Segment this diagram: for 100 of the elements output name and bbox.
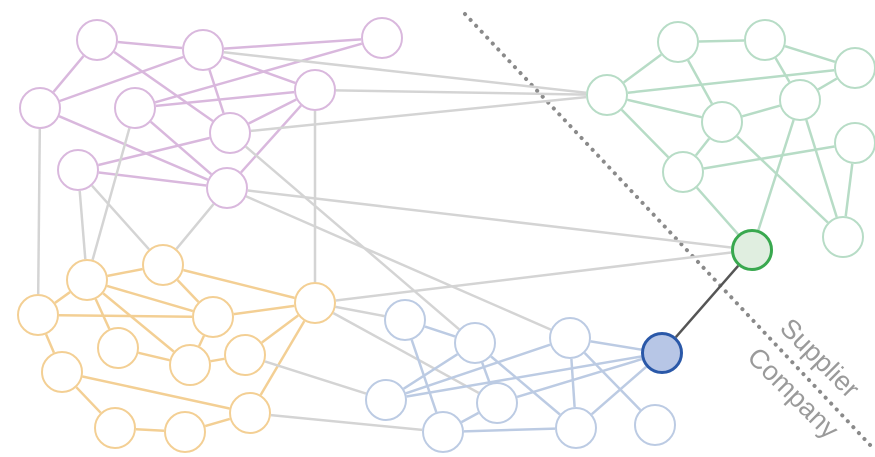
connector-line xyxy=(674,264,740,338)
network-node-circle xyxy=(294,69,336,111)
connector-line xyxy=(36,128,42,294)
connector-line xyxy=(245,146,460,330)
connector-line xyxy=(460,412,480,424)
connector-line xyxy=(805,120,838,218)
connector-line xyxy=(696,186,740,236)
network-node-circle xyxy=(142,244,184,286)
connector-line xyxy=(627,98,702,118)
network-node-circle xyxy=(224,334,266,376)
connector-line xyxy=(91,184,150,250)
connector-line xyxy=(82,375,230,410)
connector-line xyxy=(107,268,143,278)
network-node-circle xyxy=(365,379,407,421)
connector-line xyxy=(78,190,87,260)
connector-line xyxy=(58,314,192,318)
connector-line xyxy=(44,334,56,354)
connector-line xyxy=(118,40,182,50)
network-node-circle xyxy=(97,327,139,369)
connector-line xyxy=(94,298,110,330)
connector-line xyxy=(623,54,662,84)
connector-line xyxy=(818,78,838,90)
connector-line xyxy=(98,171,206,187)
network-node-circle xyxy=(701,101,743,143)
connector-line xyxy=(584,352,642,411)
connector-line xyxy=(98,136,210,166)
network-node-circle xyxy=(182,29,224,71)
connector-line xyxy=(261,314,299,344)
connector-line xyxy=(270,414,422,432)
network-node-circle xyxy=(822,216,864,258)
highlighted-node-circle xyxy=(641,332,683,374)
network-node-circle xyxy=(384,299,426,341)
highlighted-node-circle xyxy=(731,229,773,271)
network-node-circle xyxy=(229,392,271,434)
connector-line xyxy=(154,42,362,104)
connector-line xyxy=(774,57,790,83)
network-node-circle xyxy=(634,404,676,446)
connector-line xyxy=(742,104,780,118)
network-node-circle xyxy=(169,344,211,386)
network-node-circle xyxy=(834,122,875,164)
connector-line xyxy=(590,340,642,351)
connector-line xyxy=(52,55,84,93)
network-node-circle xyxy=(657,21,699,63)
connector-line xyxy=(91,128,131,260)
network-node-circle xyxy=(454,322,496,364)
connector-line xyxy=(336,251,732,302)
connector-line xyxy=(136,428,164,432)
connector-line xyxy=(260,320,306,396)
connector-line xyxy=(183,268,295,300)
connector-line xyxy=(570,358,576,408)
network-node-circle xyxy=(114,87,156,129)
connector-line xyxy=(176,279,200,303)
network-node-circle xyxy=(209,112,251,154)
connector-line xyxy=(481,362,491,384)
connector-line xyxy=(246,195,552,331)
connector-line xyxy=(138,352,170,362)
network-node-circle xyxy=(17,294,59,336)
connector-line xyxy=(208,70,225,114)
connector-line xyxy=(424,325,456,338)
connector-line xyxy=(224,38,362,50)
network-node-circle xyxy=(294,282,336,324)
connector-line xyxy=(694,138,710,156)
network-node-circle xyxy=(361,17,403,59)
connector-line xyxy=(234,304,294,316)
connector-line xyxy=(175,203,215,250)
network-node-circle xyxy=(19,87,61,129)
connector-line xyxy=(332,312,480,394)
connector-line xyxy=(224,51,586,94)
connector-line xyxy=(406,355,642,398)
connector-line xyxy=(464,427,556,433)
network-node-circle xyxy=(476,382,518,424)
connector-line xyxy=(156,90,294,108)
connector-line xyxy=(106,284,194,312)
connector-line xyxy=(314,111,316,282)
connector-line xyxy=(736,136,829,224)
connector-line xyxy=(704,145,834,170)
connector-line xyxy=(620,109,670,158)
connector-line xyxy=(403,353,458,390)
network-node-circle xyxy=(164,411,206,453)
network-node-circle xyxy=(192,296,234,338)
connector-line xyxy=(76,386,102,414)
connector-line xyxy=(222,56,296,84)
connector-line xyxy=(204,418,230,428)
connector-line xyxy=(54,291,71,304)
connector-line xyxy=(102,292,175,353)
connector-line xyxy=(248,189,732,249)
network-node-circle xyxy=(834,47,875,89)
network-node-circle xyxy=(41,351,83,393)
connector-line xyxy=(59,56,184,102)
connector-line xyxy=(410,340,438,412)
connector-line xyxy=(490,356,561,416)
connector-line xyxy=(240,104,302,174)
connector-line xyxy=(198,335,206,347)
network-node-circle xyxy=(586,74,628,116)
connector-line xyxy=(250,96,586,132)
connector-line xyxy=(516,358,642,398)
network-node-circle xyxy=(779,79,821,121)
network-node-circle xyxy=(94,407,136,449)
connector-line xyxy=(150,120,212,176)
connector-line xyxy=(210,358,225,362)
